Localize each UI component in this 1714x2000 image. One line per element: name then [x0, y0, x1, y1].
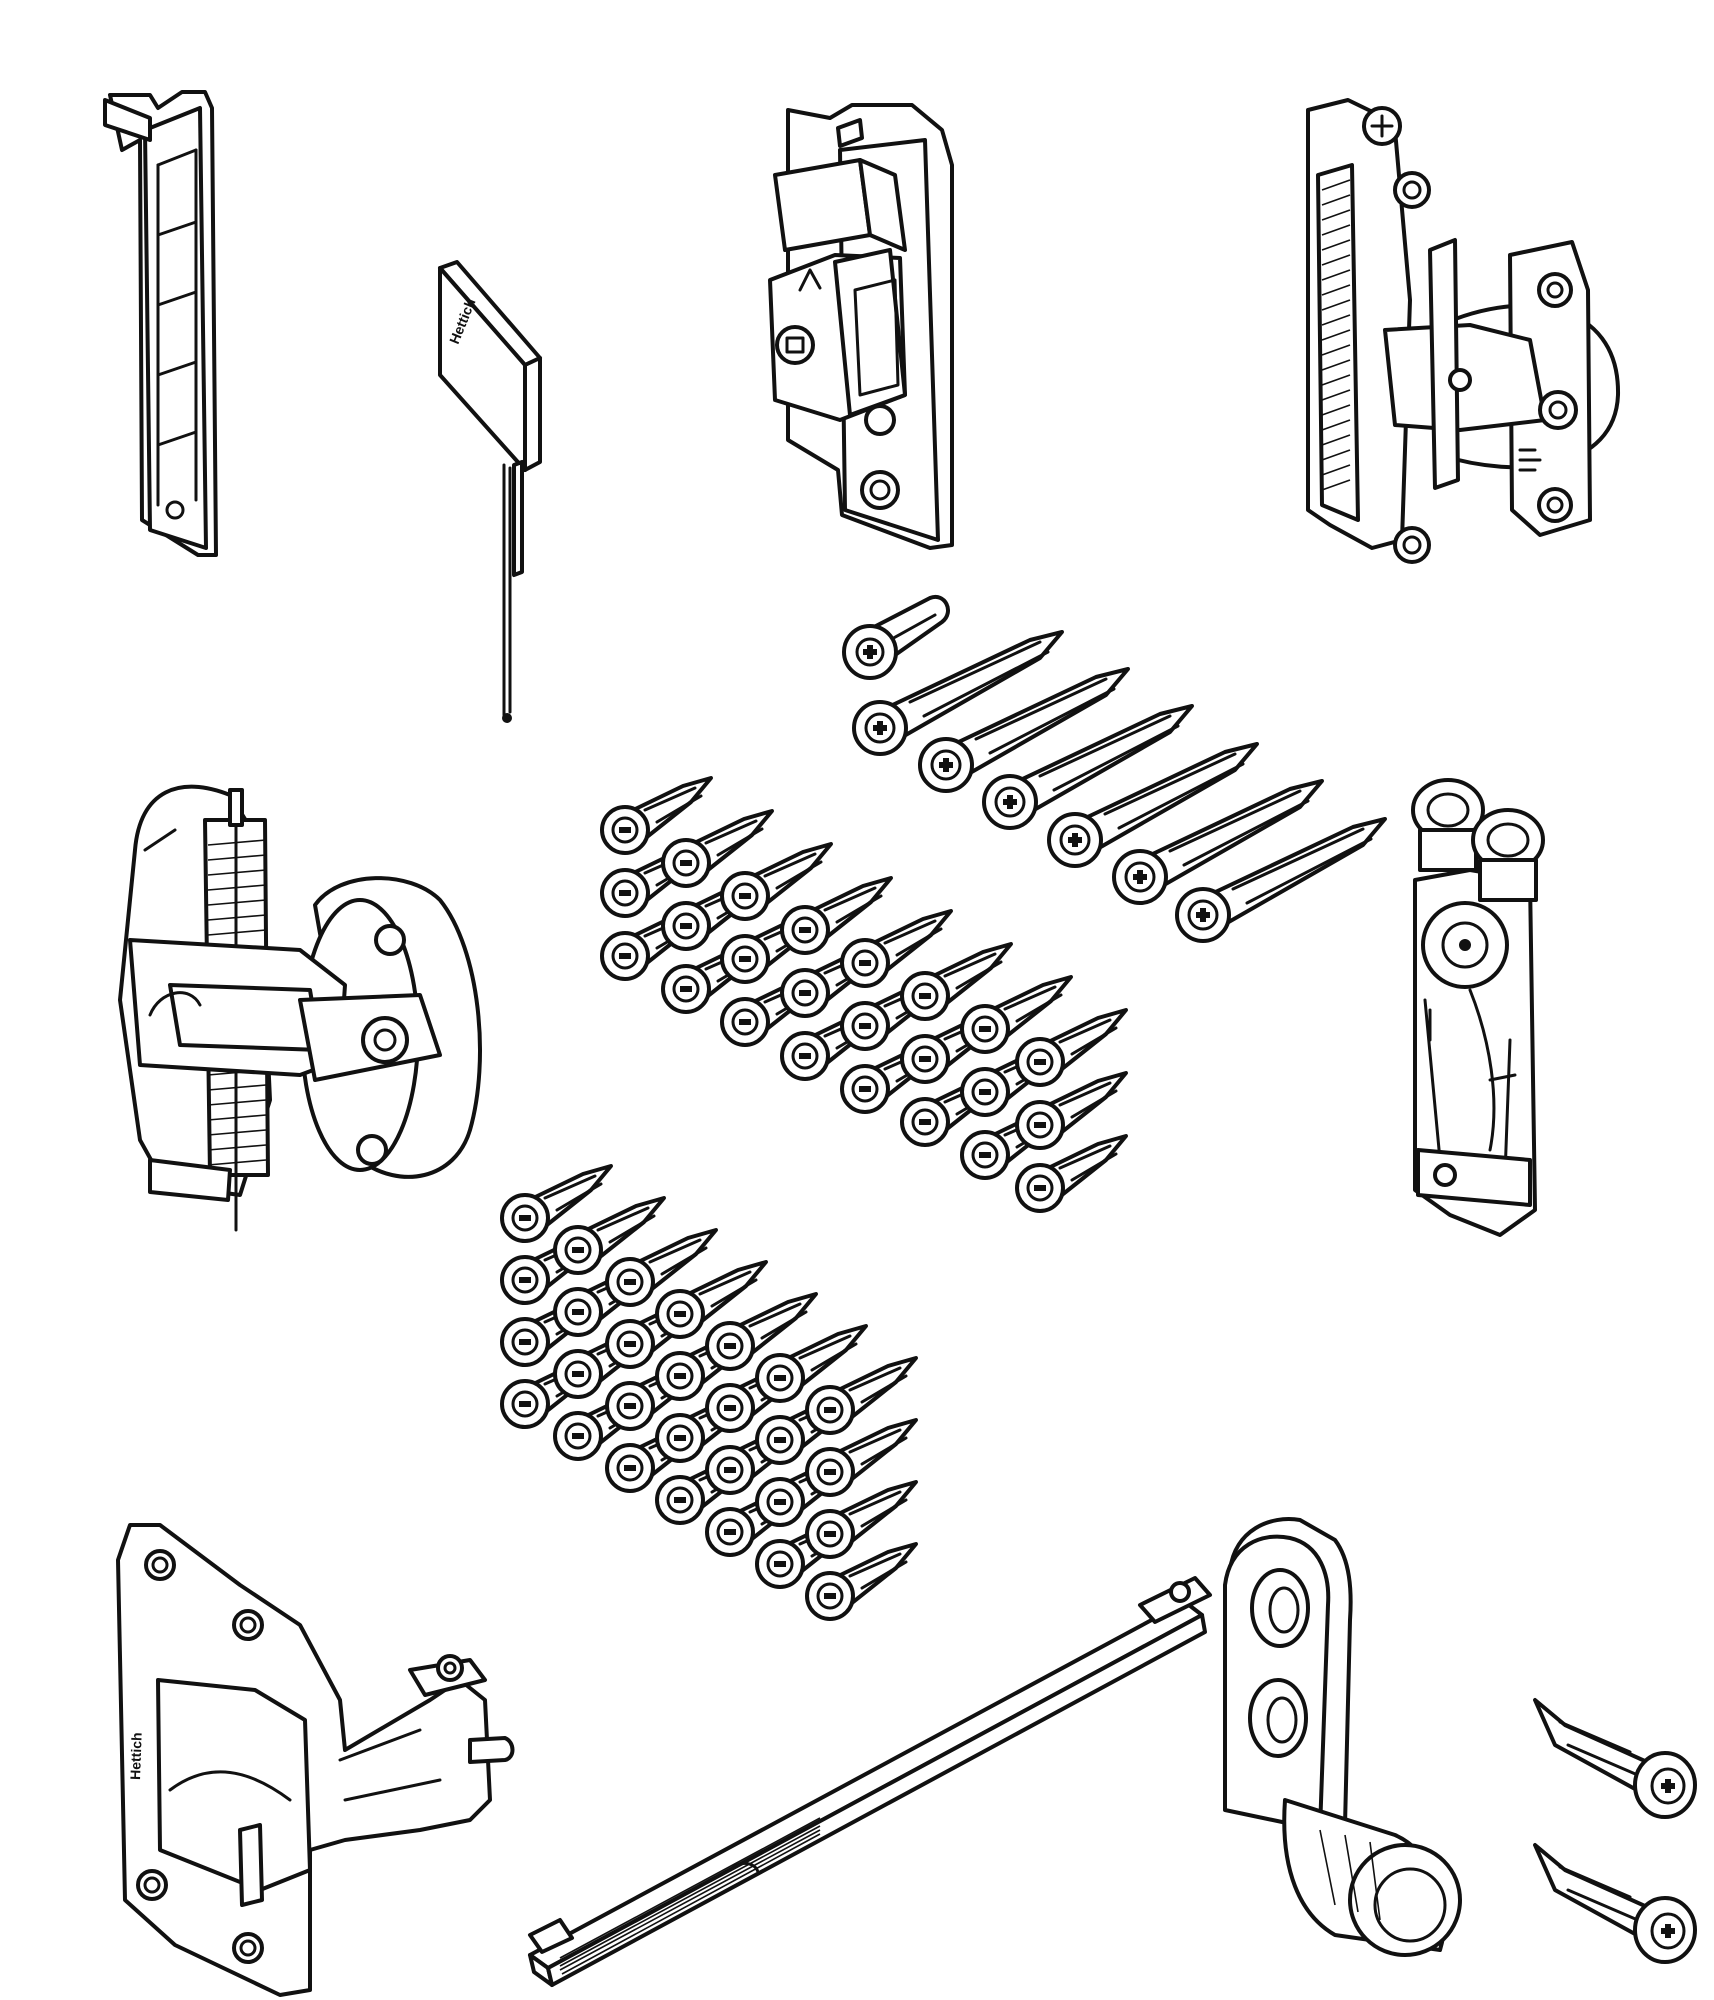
chipboard-screws-small-grid [500, 1164, 918, 1621]
cam-lock-housing [768, 103, 954, 550]
screw [1015, 1008, 1128, 1087]
spring-loaded-hinge [118, 784, 482, 1232]
short-machine-screw [842, 594, 950, 680]
long-countersunk-screws [852, 630, 1387, 943]
double-roller-carriage [1411, 778, 1545, 1237]
wood-screw [1533, 1843, 1697, 1964]
adjustable-hinge-bracket [1306, 98, 1621, 564]
vertical-mounting-rail [103, 90, 218, 557]
long-guide-rail [528, 1576, 1212, 1987]
brand-mark: Hettich [127, 1732, 145, 1780]
angle-hinge-plate: Hettich [116, 1523, 515, 1997]
locking-bolt-plate [1223, 1517, 1462, 1957]
wood-screw [1533, 1698, 1697, 1819]
mounting-template: Hettich [438, 260, 542, 723]
wood-screw-pair [1533, 1698, 1697, 1964]
